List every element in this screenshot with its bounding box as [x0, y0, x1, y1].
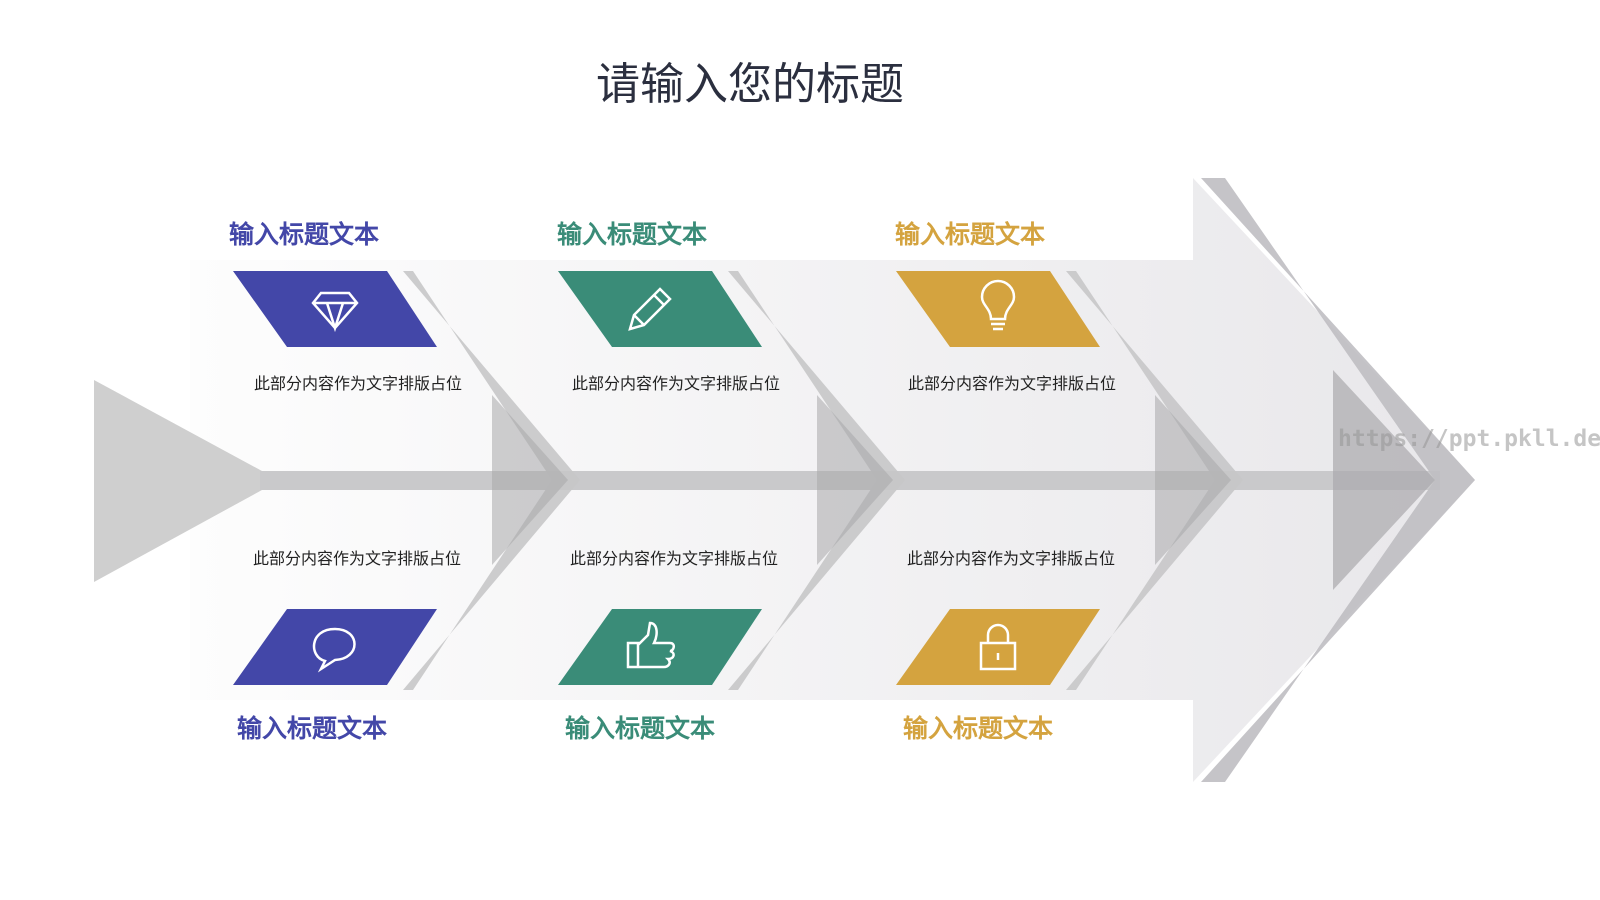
page-title: 请输入您的标题	[596, 59, 904, 110]
heading-top-3: 输入标题文本	[895, 220, 1046, 249]
desc-bottom-1: 此部分内容作为文字排版占位	[253, 549, 462, 568]
diamond-icon	[311, 291, 359, 333]
icon-parallelogram	[896, 609, 1100, 685]
speech-bubble-icon	[312, 627, 356, 673]
desc-top-3: 此部分内容作为文字排版占位	[908, 374, 1117, 393]
icon-parallelogram	[233, 271, 437, 347]
watermark: https://ppt.pkll.de	[1338, 426, 1600, 452]
lightbulb-icon	[980, 279, 1016, 331]
pencil-icon	[628, 287, 672, 331]
heading-bottom-2: 输入标题文本	[565, 714, 716, 743]
icon-parallelogram	[558, 609, 762, 685]
heading-top-2: 输入标题文本	[557, 220, 708, 249]
desc-top-1: 此部分内容作为文字排版占位	[254, 374, 463, 393]
heading-bottom-1: 输入标题文本	[237, 714, 388, 743]
icon-parallelogram	[896, 271, 1100, 347]
desc-top-2: 此部分内容作为文字排版占位	[572, 374, 781, 393]
desc-bottom-2: 此部分内容作为文字排版占位	[570, 549, 779, 568]
heading-bottom-3: 输入标题文本	[903, 714, 1054, 743]
desc-bottom-3: 此部分内容作为文字排版占位	[907, 549, 1116, 568]
lock-icon	[979, 623, 1017, 671]
fish-tail	[94, 380, 262, 582]
thumbs-up-icon	[626, 621, 675, 669]
head-inner-chevron	[1333, 370, 1435, 590]
rib-inner-chevron	[1155, 395, 1231, 565]
icon-parallelogram	[233, 609, 437, 685]
rib-inner-chevron	[492, 395, 568, 565]
rib-inner-chevron	[817, 395, 893, 565]
heading-top-1: 输入标题文本	[229, 220, 380, 249]
